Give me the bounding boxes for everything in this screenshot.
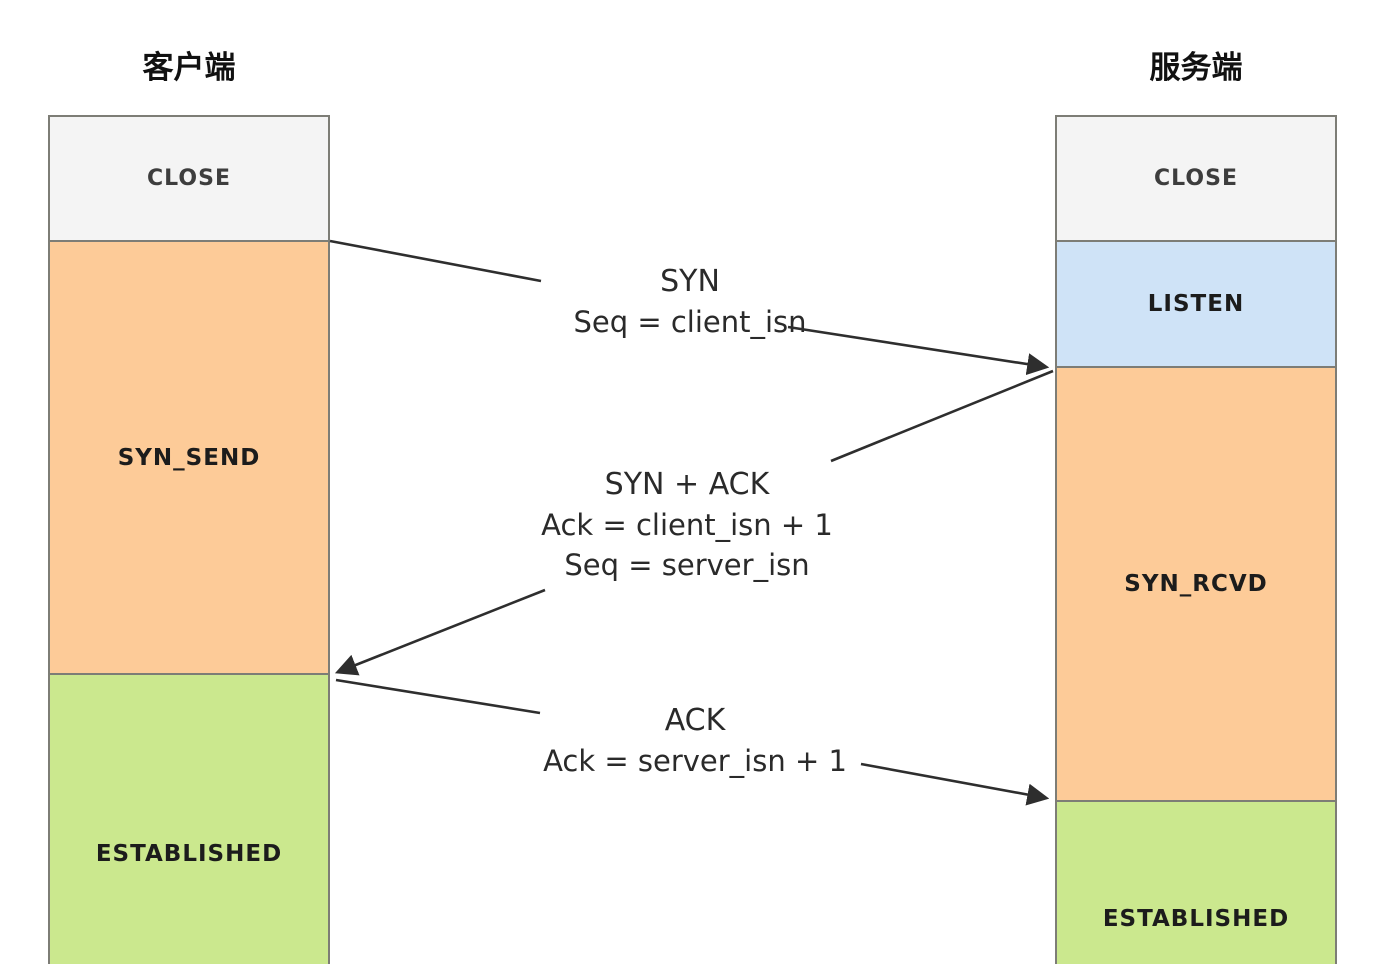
message-syn-ack: SYN + ACK Ack = client_isn + 1 Seq = ser… (487, 465, 887, 585)
message-syn-ack-title: SYN + ACK (604, 467, 770, 502)
server-state-syn-rcvd: SYN_RCVD (1055, 366, 1337, 802)
server-state-established: ESTABLISHED (1055, 800, 1337, 964)
server-state-close-label: CLOSE (1154, 166, 1238, 191)
server-state-syn-rcvd-label: SYN_RCVD (1124, 571, 1268, 597)
server-state-close: CLOSE (1055, 115, 1337, 242)
client-state-close: CLOSE (48, 115, 330, 242)
message-ack-ack: Ack = server_isn + 1 (543, 744, 847, 778)
message-ack-title: ACK (664, 703, 726, 738)
client-column-title: 客户端 (142, 50, 236, 86)
client-state-close-label: CLOSE (147, 166, 231, 191)
message-ack: ACK Ack = server_isn + 1 (495, 701, 895, 781)
client-state-syn-send-label: SYN_SEND (117, 444, 261, 471)
client-state-established: ESTABLISHED (48, 673, 330, 964)
server-state-listen-label: LISTEN (1147, 291, 1245, 317)
message-syn-seq: Seq = client_isn (573, 305, 807, 339)
message-syn-title: SYN (660, 264, 720, 299)
server-state-listen: LISTEN (1055, 240, 1337, 368)
server-column-title: 服务端 (1149, 50, 1243, 86)
client-state-syn-send: SYN_SEND (48, 240, 330, 675)
client-state-established-label: ESTABLISHED (95, 841, 283, 867)
message-syn-ack-ack: Ack = client_isn + 1 (541, 508, 833, 542)
server-state-established-label: ESTABLISHED (1102, 906, 1290, 932)
message-syn: SYN Seq = client_isn (490, 262, 890, 342)
message-syn-ack-seq: Seq = server_isn (564, 548, 810, 582)
